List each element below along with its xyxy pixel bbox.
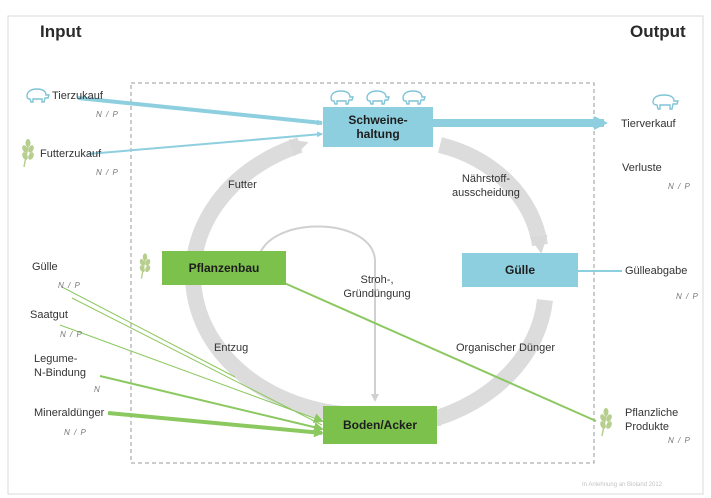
grain-icon-output: [600, 408, 612, 437]
boden-acker-box: Boden/Acker: [323, 406, 437, 444]
source-footer: In Anlehnung an Bioland 2012: [582, 482, 663, 488]
tierzukauf-np: N / P: [96, 110, 119, 119]
futterzukauf-label: Futterzukauf: [40, 148, 102, 160]
saatgut-np: N / P: [60, 330, 83, 339]
input-heading: Input: [40, 22, 82, 41]
mineralduenger-np: N / P: [64, 428, 87, 437]
stroh-arrow: [257, 225, 379, 402]
organischer-duenger-label: Organischer Dünger: [456, 342, 556, 354]
pflanzliche-produkte-label: Pflanzliche Produkte: [625, 407, 679, 433]
pig-icon-output: [652, 94, 679, 110]
stroh-gruenduengung-label: Stroh-, Gründüngung: [343, 274, 411, 300]
tierzukauf-label: Tierzukauf: [52, 90, 103, 102]
guelleabgabe-label: Gülleabgabe: [625, 265, 688, 277]
verluste-label: Verluste: [622, 162, 662, 174]
guelleabgabe-np: N / P: [676, 292, 699, 301]
guelle-input-np: N / P: [58, 281, 81, 290]
output-heading: Output: [630, 22, 686, 41]
outer-frame: [7, 15, 704, 495]
futter-label: Futter: [228, 179, 257, 191]
farm-boundary: [130, 82, 595, 464]
pflanzenbau-box: Pflanzenbau: [162, 251, 286, 285]
entzug-label: Entzug: [214, 342, 249, 354]
tierverkauf-label: Tierverkauf: [621, 118, 676, 130]
naehrstoffausscheidung-label: Nährstoff- ausscheidung: [452, 173, 520, 199]
saatgut-label: Saatgut: [30, 309, 68, 321]
legume-label: Legume- N-Bindung: [34, 353, 86, 379]
green-input-arrows: [59, 281, 597, 438]
legume-np: N: [94, 385, 101, 394]
pig-icons-group: [330, 90, 426, 105]
schweinehaltung-box: Schweine- haltung: [323, 107, 433, 147]
pig-icon: [26, 88, 50, 103]
nutrient-cycle: [185, 137, 553, 428]
pflanzliche-produkte-np: N / P: [668, 436, 691, 445]
guelle-box: Gülle: [462, 253, 578, 287]
mineralduenger-label: Mineraldünger: [34, 407, 105, 419]
futterzukauf-arrow: [87, 131, 323, 155]
futterzukauf-np: N / P: [96, 168, 119, 177]
grain-icon: [22, 139, 34, 168]
verluste-np: N / P: [668, 182, 691, 191]
grain-icon-pflanzenbau: [139, 253, 151, 279]
tierzukauf-arrow: [77, 96, 323, 126]
guelle-input-label: Gülle: [32, 261, 58, 273]
